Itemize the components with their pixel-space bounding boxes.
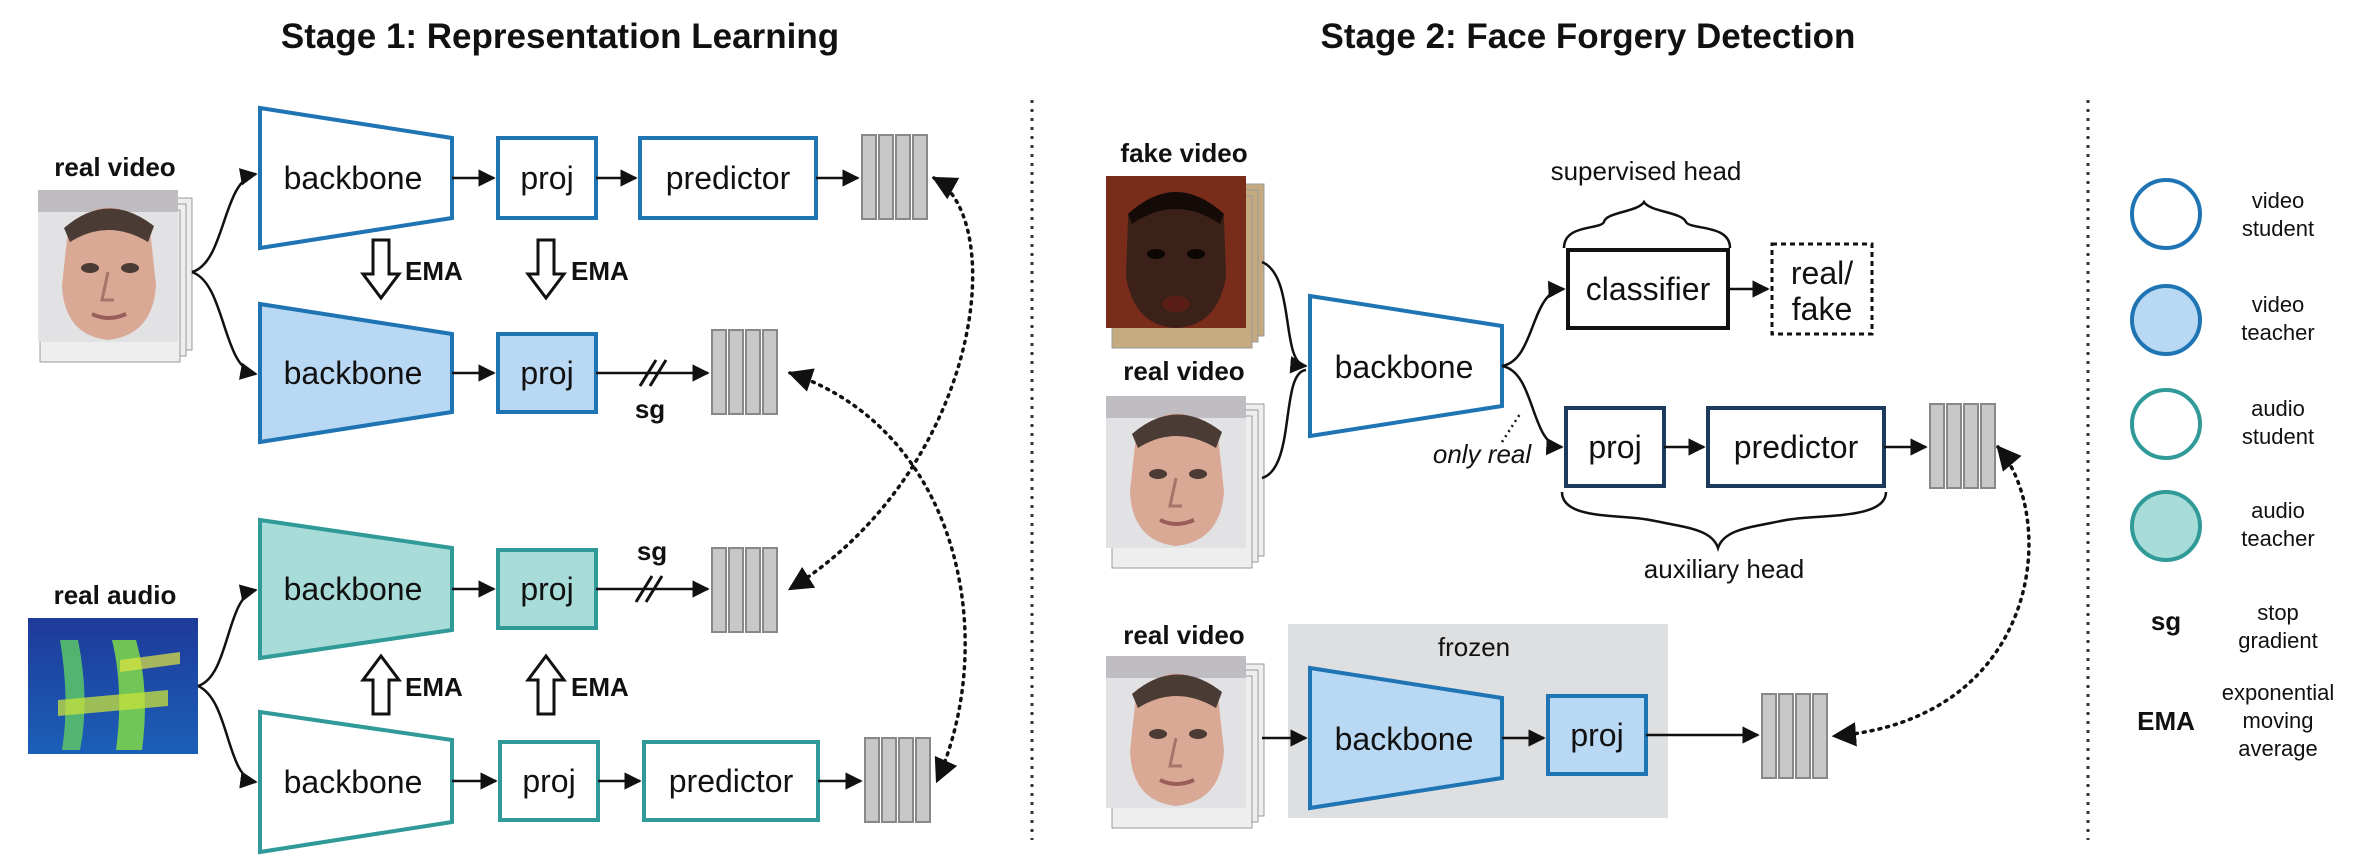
stage1-audio-student-backbone-label: backbone [284,764,423,800]
stage2-output-box [1770,242,1874,336]
stage1-audio-student-proj-label: proj [522,763,575,799]
stage1-video-predictor [638,136,818,220]
stage2-auxiliary-brace [1560,491,1888,552]
legend-audio-teacher-swatch [2130,490,2202,562]
stage1-arrows [191,168,863,790]
legend-audio-student-line1: audio [2251,396,2305,421]
stage1-ema-label-audio-backbone: EMA [405,672,463,702]
stage1-audio-teacher-embedding [711,547,778,633]
stage2-real-video-image [1104,394,1265,569]
stage2-auxiliary-head-label: auxiliary head [1644,554,1804,584]
stage1-audio-teacher-proj [496,548,598,630]
stage1-audio-teacher-backbone [258,517,454,661]
legend-sg-symbol: sg [2151,606,2181,636]
stage1-real-video-image [36,188,193,363]
stage2-only-real-label: only real [1433,439,1532,469]
legend-ema-line1: exponential [2222,680,2335,705]
stage1-video-teacher-backbone [258,301,454,445]
legend-video-teacher-line2: teacher [2241,320,2314,345]
legend-ema-line3: average [2238,736,2318,761]
stage2-frozen-real-video-image [1104,654,1265,829]
stage2-aux-proj-label: proj [1588,429,1641,465]
stage2-frozen-embedding [1761,693,1828,779]
stage1-video-student-backbone-label: backbone [284,160,423,196]
legend-sg-line2: gradient [2238,628,2318,653]
stage1-video-student-backbone [258,105,454,251]
stage1-video-predictor-embedding [861,134,928,220]
stage1-ema-arrow-proj-audio [525,653,567,716]
stage2-output-line2: fake [1792,291,1852,327]
stage2-output-line1: real/ [1791,255,1853,291]
stage1-video-student-proj-label: proj [520,160,573,196]
stage1-ema-arrow-proj-video [525,238,567,301]
stage2-fake-video-label: fake video [1120,138,1247,168]
stage2-real-video-label: real video [1123,356,1244,386]
legend: video student video teacher audio studen… [2130,178,2335,761]
stage1-video-teacher-proj [496,332,598,414]
stage1-audio-student-backbone [258,709,454,855]
legend-video-teacher-swatch [2130,284,2202,356]
legend-ema-symbol: EMA [2137,706,2195,736]
stage2-frozen-label: frozen [1438,632,1510,662]
stage1-sg-slashes [634,359,668,603]
stage2-aux-embedding [1929,403,1996,489]
stage1-loss-curves [787,176,975,784]
stage2-supervised-head-label: supervised head [1551,156,1742,186]
legend-video-teacher-line1: video [2252,292,2305,317]
legend-audio-student-swatch [2130,388,2202,460]
stage2-frozen-backbone-label: backbone [1335,721,1474,757]
legend-audio-teacher-line2: teacher [2241,526,2314,551]
stage1-ema-arrow-backbone-audio [360,653,402,716]
stage1-real-video-label: real video [54,152,175,182]
stage1-audio-predictor-embedding [864,737,931,823]
stage1-video-predictor-label: predictor [666,160,791,196]
stage2-loss-curve [1831,445,2031,747]
stage1-audio-teacher-backbone-label: backbone [284,571,423,607]
stage1-ema-label-video-backbone: EMA [405,256,463,286]
legend-video-student-line2: student [2242,216,2314,241]
legend-audio-teacher-line1: audio [2251,498,2305,523]
stage2-frozen-proj [1546,694,1648,776]
stage1-video-teacher-embedding [711,329,778,415]
stage1-audio-predictor-label: predictor [669,763,794,799]
stage2-frozen-real-video-label: real video [1123,620,1244,650]
legend-video-student-swatch [2130,178,2202,250]
stage1-video-student-proj [496,136,598,220]
stage2-only-real-pointer [1500,413,1522,443]
stage1-video-teacher-proj-label: proj [520,355,573,391]
legend-ema-line2: moving [2243,708,2314,733]
stage1-sg-label-audio: sg [637,536,667,566]
stage1-audio-teacher-proj-label: proj [520,571,573,607]
stage2-classifier [1566,248,1730,330]
audio-spectrogram [28,618,198,754]
legend-audio-student-line2: student [2242,424,2314,449]
stage2-frozen-proj-label: proj [1570,717,1623,753]
stage1-ema-arrow-backbone-video [360,238,402,301]
stage2-aux-predictor-label: predictor [1734,429,1859,465]
stage1-title: Stage 1: Representation Learning [281,17,839,56]
stage2-frozen-backbone [1308,665,1504,811]
stage1-sg-label-video: sg [635,394,665,424]
stage2-backbone-label: backbone [1335,349,1474,385]
stage1-real-audio-label: real audio [54,580,177,610]
stage2-arrows [1261,260,1928,747]
stage2-title: Stage 2: Face Forgery Detection [1321,17,1856,56]
stage2-aux-proj [1564,406,1666,488]
stage1-ema-label-video-proj: EMA [571,256,629,286]
stage1-ema-label-audio-proj: EMA [571,672,629,702]
stage2-supervised-brace [1562,199,1732,249]
legend-video-student-line1: video [2252,188,2305,213]
legend-sg-line1: stop [2257,600,2299,625]
stage2-classifier-label: classifier [1586,271,1711,307]
stage2-fake-video-image [1106,176,1265,349]
stage1-video-teacher-backbone-label: backbone [284,355,423,391]
stage2-backbone [1308,293,1504,439]
